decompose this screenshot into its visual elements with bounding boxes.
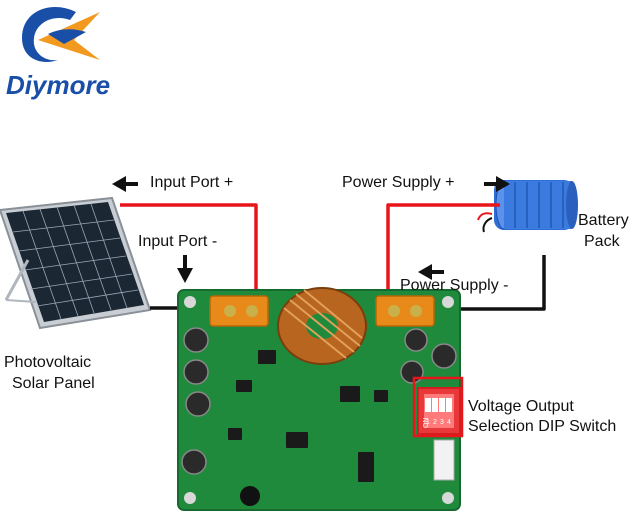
label-power-supply-minus: Power Supply -: [400, 277, 509, 294]
capacitors-right: [400, 328, 457, 384]
supply-positive-wire: [386, 203, 500, 305]
pcb-board: ON 1 2 3 4: [177, 287, 464, 511]
dip-switch: ON 1 2 3 4: [417, 387, 461, 435]
battery-pack: [477, 180, 578, 233]
supply-plus-arrow-icon: [484, 176, 510, 192]
label-dip-line2: Selection DIP Switch: [468, 418, 617, 435]
dip-number-4: 4: [447, 419, 451, 426]
label-solar-line2: Solar Panel: [12, 375, 95, 392]
toroid-inductor: [277, 287, 367, 365]
input-plus-arrow-icon: [112, 176, 138, 192]
capacitors-left: [181, 327, 211, 475]
input-positive-wire: [120, 203, 258, 305]
supply-minus-arrow-icon: [418, 264, 444, 280]
dip-on-label: ON: [423, 418, 430, 429]
dip-highlight-box: [412, 376, 464, 438]
label-input-port-plus: Input Port +: [150, 174, 234, 191]
output-connector: [375, 295, 435, 327]
label-battery-line2: Pack: [584, 233, 620, 250]
label-input-port-minus: Input Port -: [138, 233, 218, 250]
arrows: [112, 176, 510, 283]
solar-panel: [0, 196, 152, 330]
input-minus-arrow-icon: [177, 255, 193, 283]
label-battery-line1: Battery: [578, 212, 629, 229]
label-solar-line1: Photovoltaic: [4, 354, 92, 371]
dip-number-3: 3: [440, 419, 444, 426]
brand-name: Diymore: [6, 70, 111, 100]
input-connector: [209, 295, 269, 327]
label-power-supply-plus: Power Supply +: [342, 174, 455, 191]
label-dip-line1: Voltage Output: [468, 398, 574, 415]
dip-number-2: 2: [433, 419, 437, 426]
diymore-logo-icon: [22, 7, 100, 62]
dip-number-1: 1: [426, 419, 430, 426]
